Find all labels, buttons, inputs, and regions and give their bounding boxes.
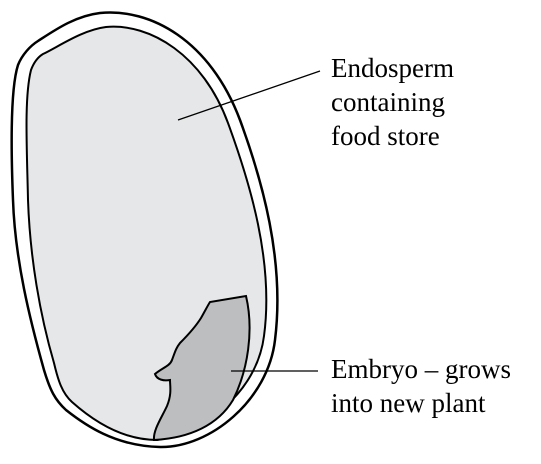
endosperm-label-line2: containing bbox=[331, 85, 454, 119]
embryo-label-line2: into new plant bbox=[331, 386, 511, 420]
endosperm-label-line1: Endosperm bbox=[331, 51, 454, 85]
endosperm-label-line3: food store bbox=[331, 119, 454, 153]
embryo-label: Embryo – grows into new plant bbox=[331, 352, 511, 420]
embryo-label-line1: Embryo – grows bbox=[331, 352, 511, 386]
endosperm-label: Endosperm containing food store bbox=[331, 51, 454, 153]
